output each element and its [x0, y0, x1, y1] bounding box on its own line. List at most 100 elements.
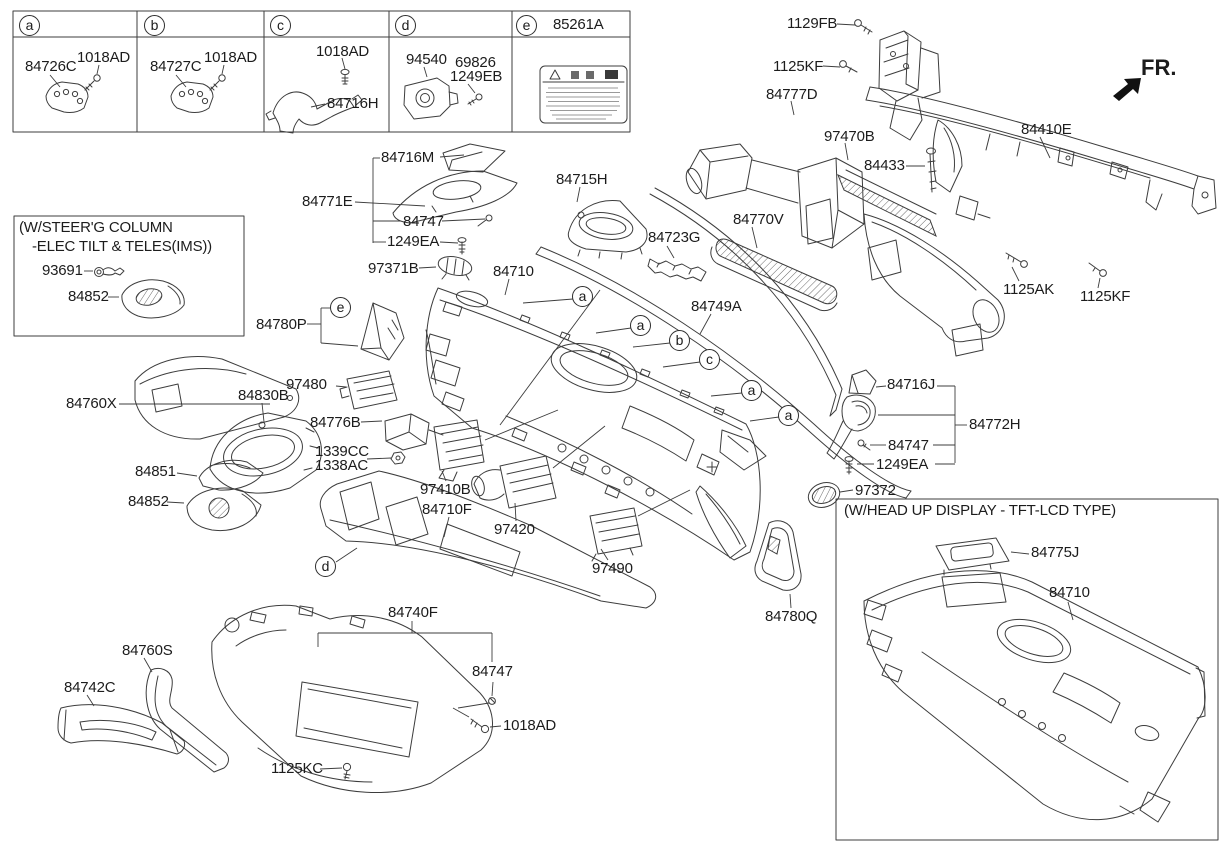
part-label-84777D: 84777D [766, 86, 818, 103]
callout-e: e [516, 15, 537, 36]
part-label-97371B: 97371B [368, 260, 419, 277]
grille-97371B-drawing [437, 256, 473, 281]
part-label-69826: 69826 [455, 54, 496, 71]
bezel-84830B-drawing [209, 412, 322, 494]
part-label-1249EA: 1249EA [876, 456, 929, 473]
duct-97470B-drawing [685, 143, 1005, 357]
hud-note-box [835, 498, 1219, 841]
callout-e-main: e [330, 297, 351, 318]
part-label-97480: 97480 [286, 376, 327, 393]
part-label-1125KF: 1125KF [773, 58, 824, 75]
part-label-84726C: 84726C [25, 58, 77, 75]
part-label-94540: 94540 [406, 51, 447, 68]
part-label-1018AD: 1018AD [204, 49, 258, 66]
vent-97490-drawing [589, 489, 691, 562]
crossmember-84410E-drawing [839, 19, 1217, 277]
vent-97420-drawing [471, 425, 606, 509]
column-covers-drawing [186, 459, 264, 532]
part-label-84747: 84747 [472, 663, 513, 680]
sensor-94540-drawing [403, 66, 483, 120]
lower-pad-84740F-drawing [211, 604, 496, 794]
part-label-84780Q: 84780Q [765, 608, 818, 625]
callout-a-main-1: a [572, 286, 593, 307]
part-label-84780P: 84780P [256, 316, 307, 333]
part-label-84770V: 84770V [733, 211, 784, 228]
part-label-84852: 84852 [68, 288, 109, 305]
part-label-84749A: 84749A [691, 298, 742, 315]
part-label-84740F: 84740F [388, 604, 438, 621]
part-label-84771E: 84771E [302, 193, 353, 210]
callout-a-main-2: a [630, 315, 651, 336]
part-label-84715H: 84715H [556, 171, 608, 188]
part-label-84716M: 84716M [381, 149, 435, 166]
bracket-84727C-drawing [170, 64, 226, 113]
part-label-1125KF: 1125KF [1080, 288, 1131, 305]
part-label-97410B: 97410B [420, 481, 471, 498]
part-label-84742C: 84742C [64, 679, 116, 696]
part-label-84830B: 84830B [238, 387, 289, 404]
fr-arrow-icon [1113, 78, 1141, 101]
panel-84760X-drawing [134, 356, 300, 440]
hood-trim-84771E-drawing [392, 143, 518, 255]
bracket-84776B-drawing [384, 413, 444, 465]
callout-d-main: d [315, 556, 336, 577]
strip-84723G-drawing [647, 258, 707, 282]
callout-a-main-3: a [741, 380, 762, 401]
vent-97410B-drawing [433, 409, 559, 482]
callout-a-main-4: a [778, 405, 799, 426]
part-label-84760X: 84760X [66, 395, 117, 412]
part-label-84433: 84433 [864, 157, 905, 174]
fr-direction-label: FR. [1141, 55, 1177, 80]
part-label-84852: 84852 [128, 493, 169, 510]
callout-b: b [144, 15, 165, 36]
panel-84715H-drawing [567, 200, 648, 260]
part-label-1249EB: 1249EB [450, 68, 503, 85]
callout-d: d [395, 15, 416, 36]
steering-note-box [13, 215, 245, 337]
trim-84760S-drawing [145, 667, 229, 773]
part-label-1129FB: 1129FB [787, 15, 838, 32]
garnish-84749A-drawing [535, 187, 912, 499]
callout-c: c [270, 15, 291, 36]
part-label-1018AD: 1018AD [503, 717, 557, 734]
part-label-1249EA: 1249EA [387, 233, 440, 250]
leader-lines [86, 23, 1101, 770]
part-label-1125AK: 1125AK [1003, 281, 1055, 298]
steering-note-line2: -ELEC TILT & TELES(IMS)) [32, 238, 212, 255]
bracket-84716H-drawing [265, 57, 363, 134]
cover-84780Q-drawing [754, 520, 802, 591]
callout-b-main: b [669, 330, 690, 351]
part-label-1125KC: 1125KC [271, 760, 323, 777]
callout-c-main: c [699, 349, 720, 370]
grille-84770V-drawing [715, 238, 838, 305]
facia-84710F-drawing [319, 470, 657, 609]
part-label-84716J: 84716J [887, 376, 936, 393]
part-label-1338AC: 1338AC [315, 457, 369, 474]
part-label-84710F: 84710F [422, 501, 472, 518]
vent-97480-drawing [339, 370, 398, 410]
ref-table-grid [12, 10, 631, 133]
part-label-84851: 84851 [135, 463, 176, 480]
part-label-84710: 84710 [1049, 584, 1090, 601]
caution-label-drawing [539, 65, 628, 124]
part-label-84410E: 84410E [1021, 121, 1072, 138]
part-label-97470B: 97470B [824, 128, 875, 145]
hud-note-title: (W/HEAD UP DISPLAY - TFT-LCD TYPE) [844, 502, 1116, 519]
part-label-84723G: 84723G [648, 229, 701, 246]
part-label-97420: 97420 [494, 521, 535, 538]
part-label-93691: 93691 [42, 262, 83, 279]
trim-84772H-drawing [826, 369, 877, 475]
callout-a: a [19, 15, 40, 36]
part-label-1018AD: 1018AD [316, 43, 370, 60]
crash-pad-84710-drawing [425, 287, 767, 561]
steering-note-line1: (W/STEER'G COLUMN [19, 219, 173, 236]
duct-84780P-drawing [360, 302, 405, 361]
part-label-97490: 97490 [592, 560, 633, 577]
part-label-84772H: 84772H [969, 416, 1021, 433]
part-label-84760S: 84760S [122, 642, 173, 659]
grille-97372-drawing [807, 482, 841, 508]
part-label-1018AD: 1018AD [77, 49, 131, 66]
bracket-84726C-drawing [45, 64, 101, 113]
